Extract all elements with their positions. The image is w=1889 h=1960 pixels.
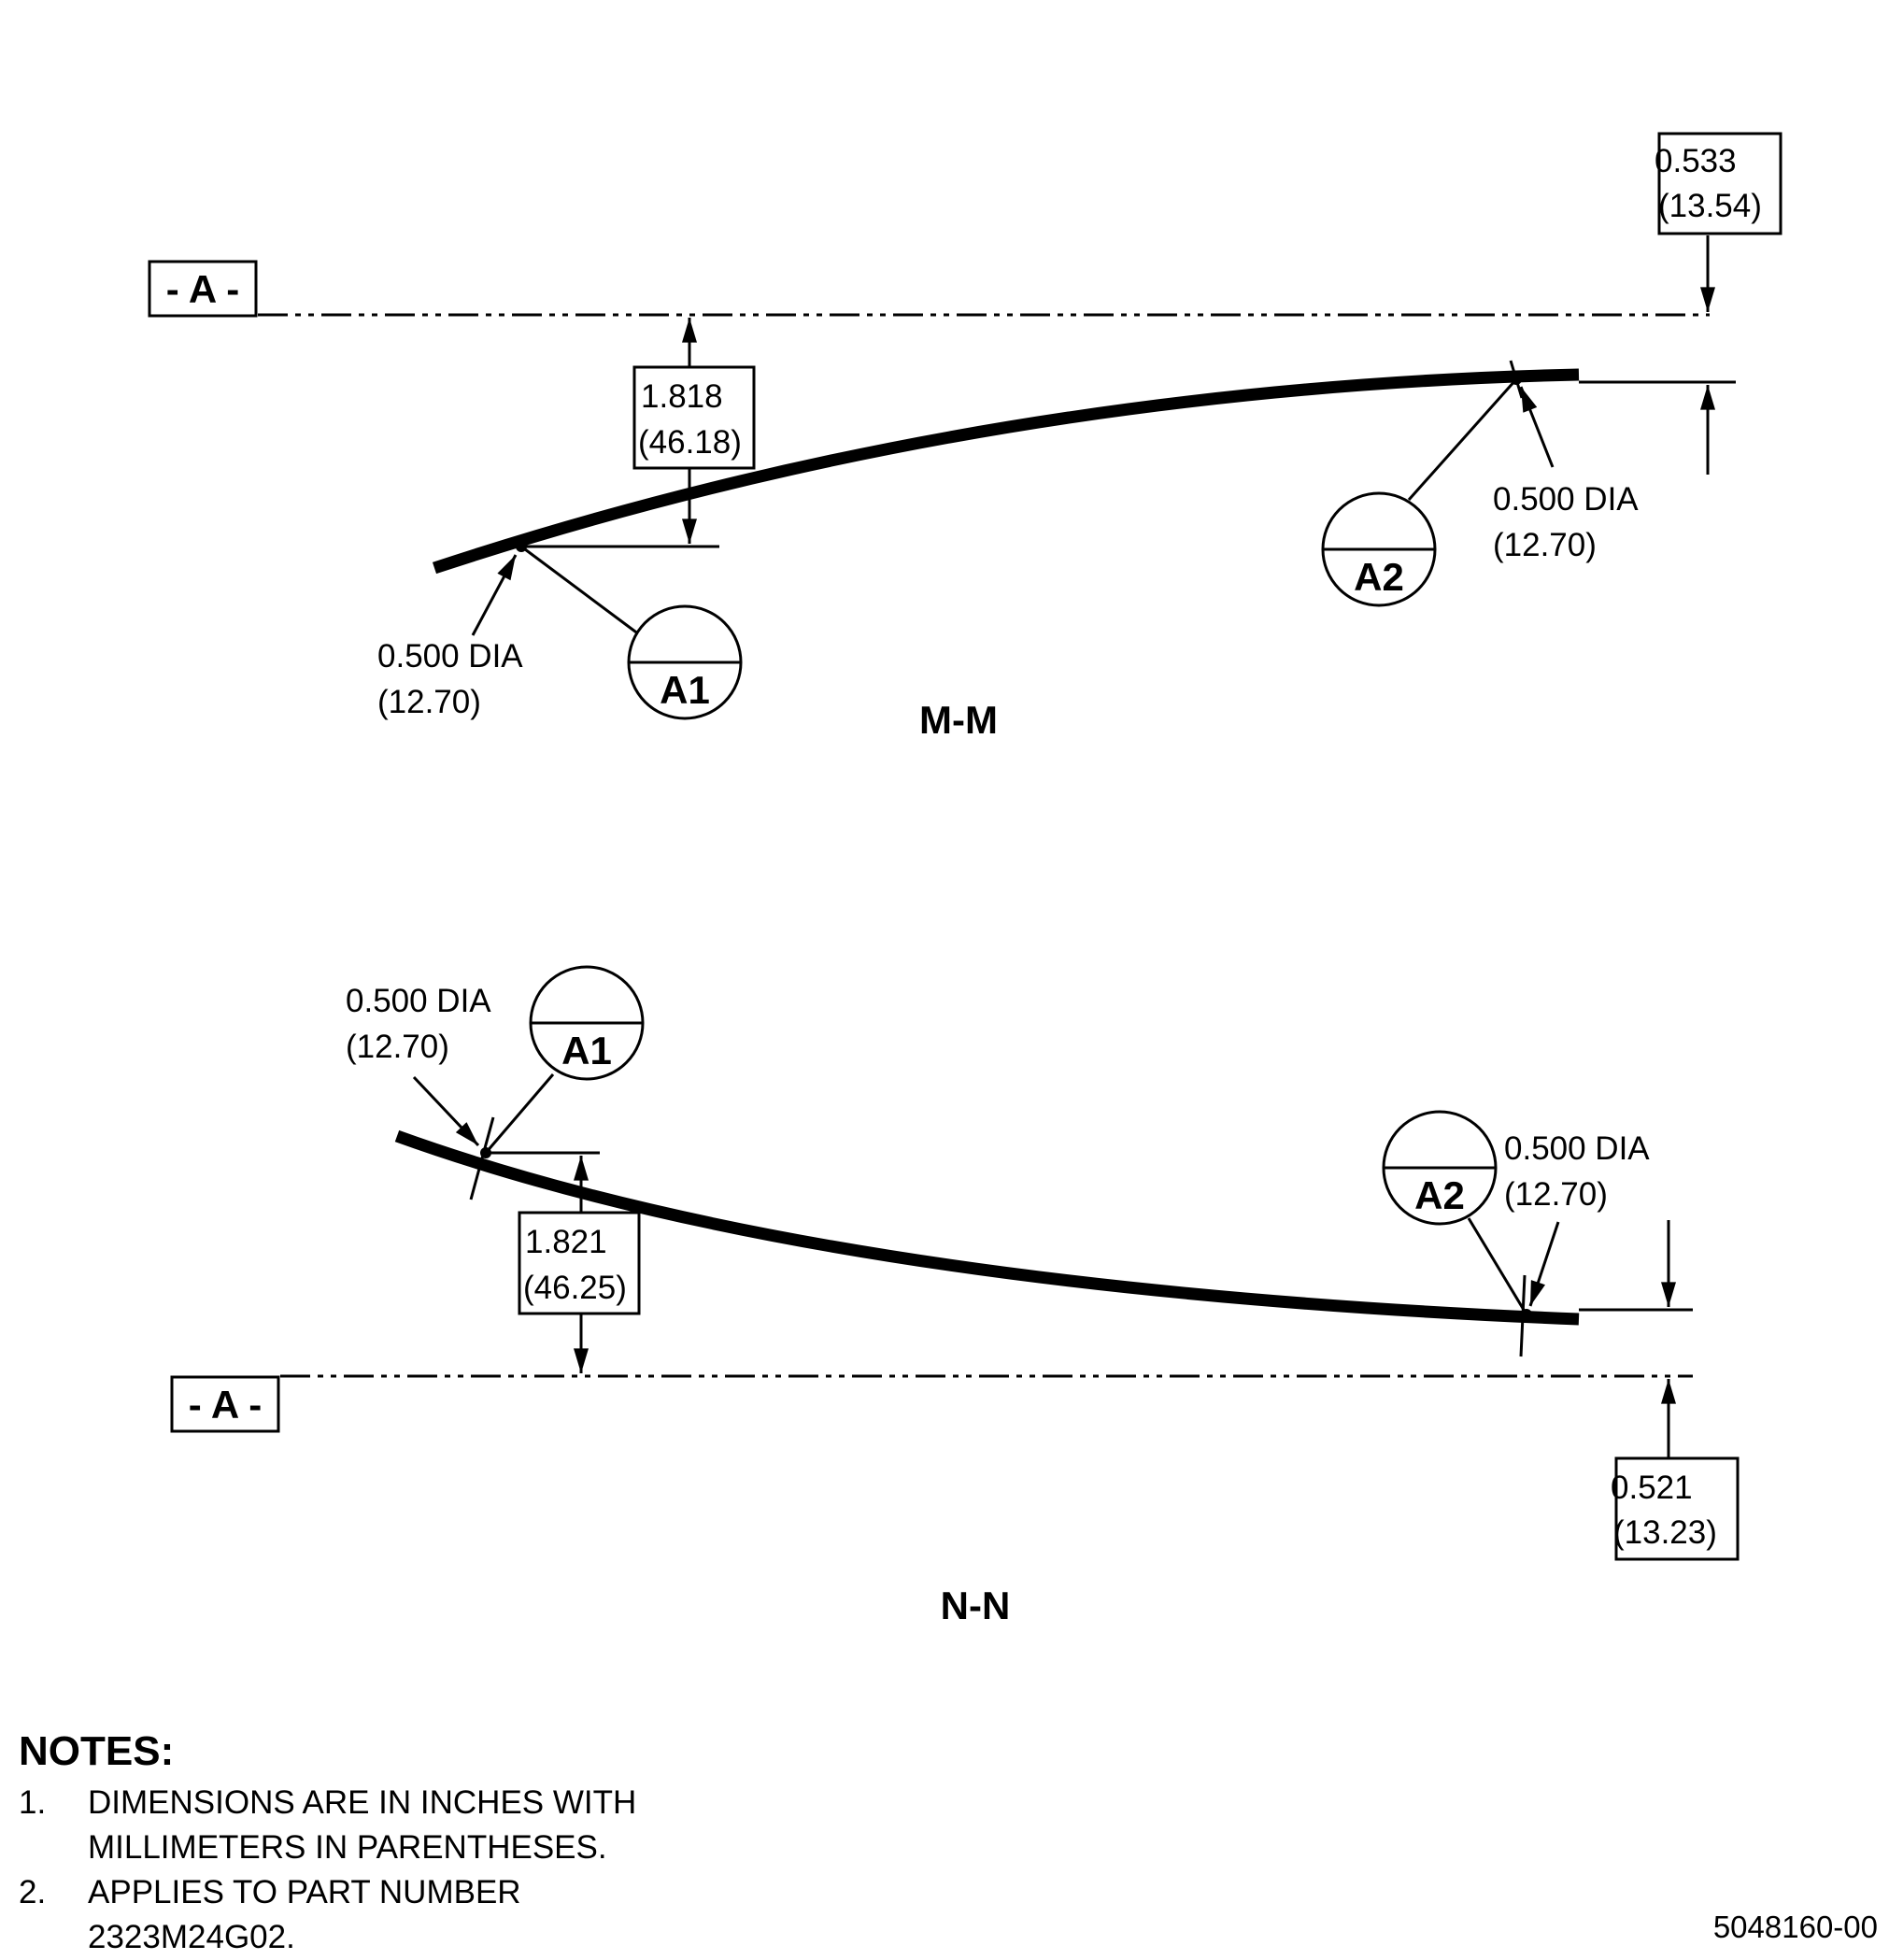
hole-a2-dia-value: 0.500 DIA	[1504, 1130, 1650, 1167]
height-dim-value: 1.818	[641, 378, 723, 415]
note-text: DIMENSIONS ARE IN INCHES WITH MILLIMETER…	[88, 1784, 637, 1866]
hole-a2-leader	[1528, 1221, 1560, 1307]
part-profile	[432, 368, 1580, 575]
hole-a2-dia-value: 0.500 DIA	[1493, 481, 1639, 518]
height-dim-box	[632, 365, 756, 470]
hole-a1-dia-metric: (12.70)	[346, 1029, 449, 1065]
note-number: 1.	[19, 1784, 47, 1821]
hole-a1-leader	[412, 1075, 480, 1147]
hole-a1-dia-value: 0.500 DIA	[346, 983, 491, 1019]
callout-a2-leader	[1407, 378, 1518, 501]
callout-a2-label: A2	[1354, 555, 1404, 599]
datum-a-label: - A -	[166, 267, 240, 311]
datum-a-box	[148, 260, 258, 318]
datum-a-label: - A -	[189, 1383, 263, 1427]
offset-dim-value: 0.521	[1611, 1470, 1693, 1506]
callout-a2-leader	[1467, 1217, 1528, 1315]
offset-dim-box	[1657, 132, 1782, 235]
hole-a2-leader	[1519, 386, 1555, 468]
note-text: APPLIES TO PART NUMBER 2323M24G02.	[88, 1874, 521, 1955]
note-item: 1. DIMENSIONS ARE IN INCHES WITH MILLIME…	[19, 1781, 695, 1870]
hole-a2-crossmark	[1519, 1274, 1527, 1357]
height-dim-box	[518, 1211, 641, 1315]
offset-dim-value: 0.533	[1655, 143, 1737, 179]
note-item: 2. APPLIES TO PART NUMBER 2323M24G02.	[19, 1870, 695, 1960]
part-profile	[394, 1129, 1580, 1326]
callout-a1-leader	[484, 1073, 555, 1154]
section-label-mm: M-M	[919, 698, 998, 742]
hole-a1-dia-metric: (12.70)	[377, 684, 481, 720]
view-n-n: - A - 0.500 DIA (12.70) A1 1.821 (46.25)…	[170, 965, 1740, 1627]
view-m-m: - A - 1.818 (46.18) 0.500 DIA (12.70) A1…	[148, 132, 1782, 742]
datum-a-box	[170, 1375, 280, 1433]
height-dim-metric: (46.25)	[523, 1270, 627, 1306]
offset-dim-box	[1614, 1456, 1740, 1561]
height-dim-value: 1.821	[525, 1224, 607, 1260]
callout-a1-label: A1	[561, 1029, 612, 1072]
section-label-nn: N-N	[941, 1584, 1011, 1627]
height-dim-metric: (46.18)	[638, 424, 742, 461]
callout-a1-label: A1	[660, 668, 710, 712]
notes-title: NOTES:	[19, 1728, 175, 1774]
hole-a2-dia-metric: (12.70)	[1504, 1176, 1608, 1213]
hole-a2-dia-metric: (12.70)	[1493, 527, 1597, 563]
figure-id: 5048160-00	[1712, 1910, 1878, 1944]
offset-dim-metric: (13.23)	[1613, 1514, 1717, 1551]
callout-a2-label: A2	[1414, 1173, 1465, 1217]
callout-a1-leader	[520, 545, 644, 639]
hole-a1-leader	[471, 554, 518, 636]
notes-block: NOTES: 1. DIMENSIONS ARE IN INCHES WITH …	[19, 1728, 695, 1960]
hole-a1-crossmark	[469, 1116, 495, 1200]
note-number: 2.	[19, 1874, 47, 1910]
hole-a1-dia-value: 0.500 DIA	[377, 638, 523, 675]
offset-dim-metric: (13.54)	[1658, 188, 1762, 224]
